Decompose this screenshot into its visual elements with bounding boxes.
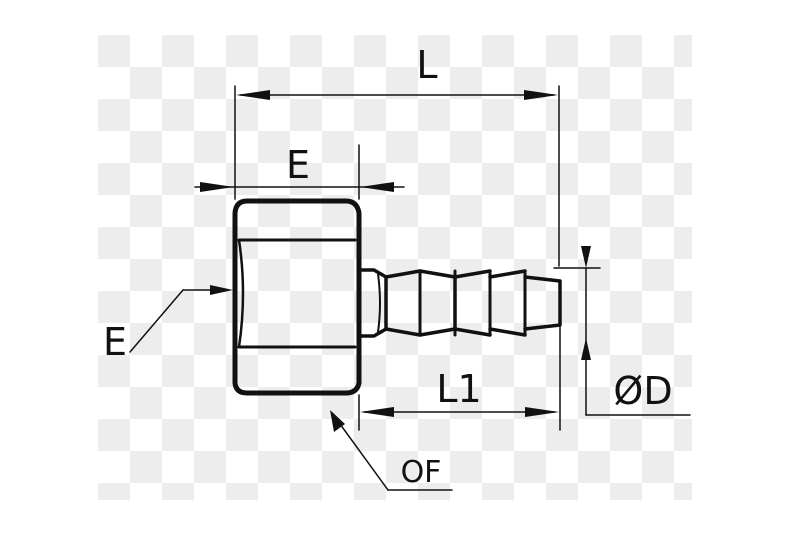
label-barb-length: L1	[436, 367, 481, 411]
hex-nut	[232, 198, 362, 396]
dimension-arrows	[200, 90, 591, 432]
label-hex-width: E	[286, 143, 310, 187]
label-hose-diameter: ØD	[613, 369, 672, 413]
label-across-flats: OF	[401, 455, 442, 490]
label-overall-length: L	[416, 43, 437, 87]
label-thread: E	[103, 320, 127, 364]
hose-barb	[357, 268, 562, 338]
checkerboard-background	[98, 35, 692, 500]
